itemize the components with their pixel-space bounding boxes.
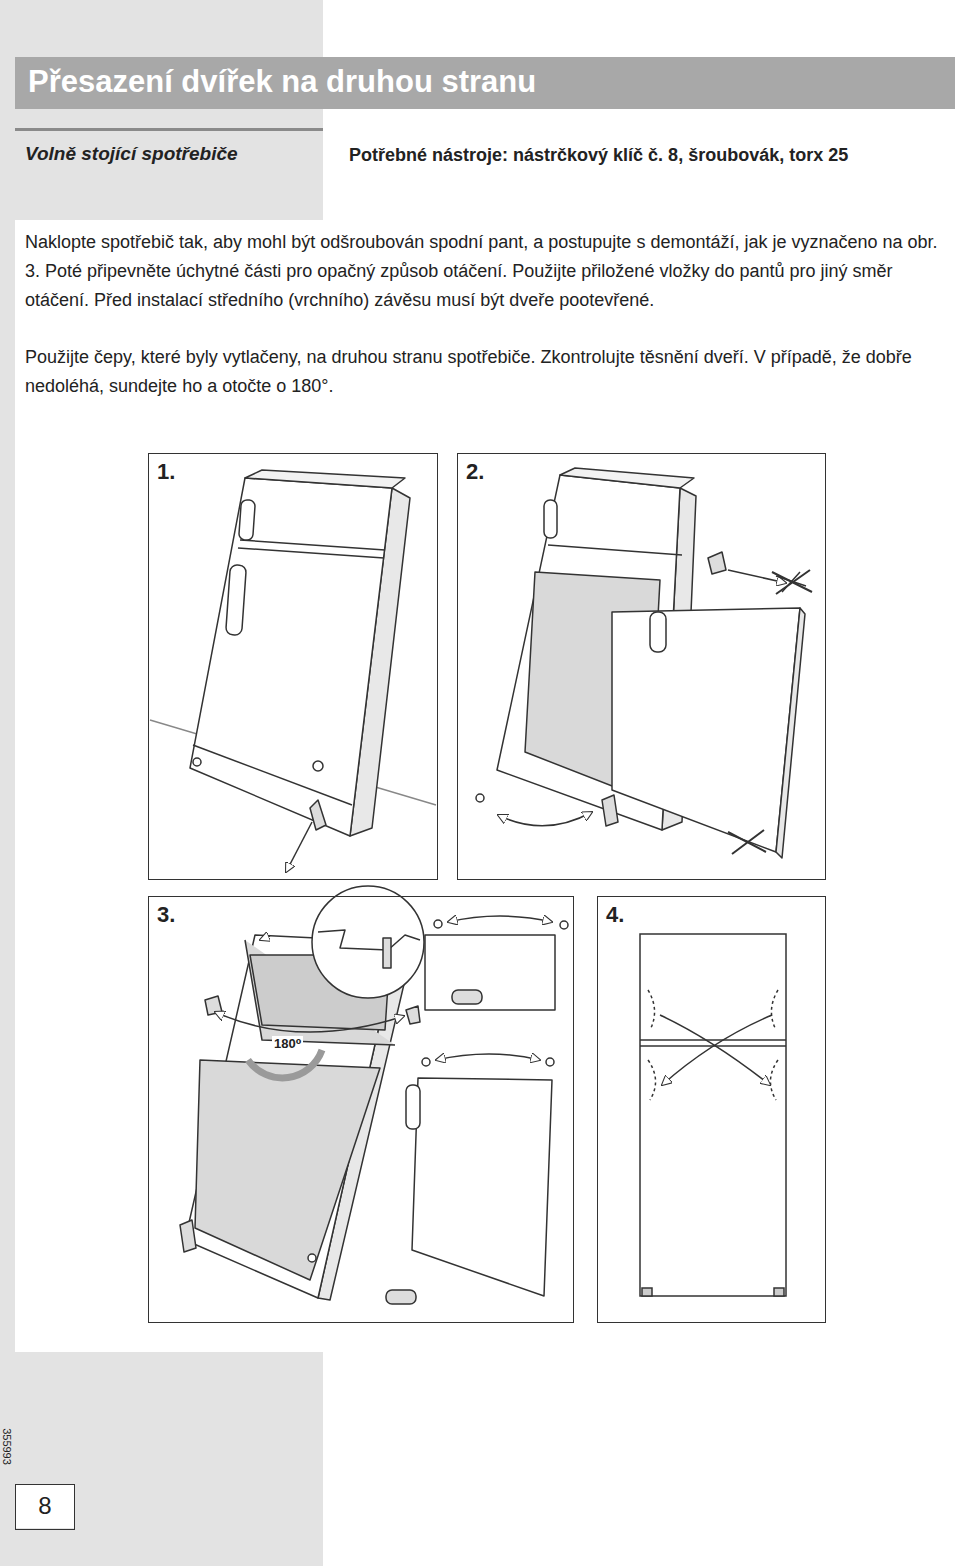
front-view-fridge-part bbox=[770, 990, 778, 1100]
tilted-fridge-part bbox=[286, 822, 312, 872]
door-removal-part bbox=[544, 500, 557, 538]
hinge-reversal-part bbox=[406, 1085, 420, 1129]
instruction-text: Použijte čepy, které byly vytlačeny, na … bbox=[25, 343, 950, 401]
figure-number: 1. bbox=[157, 458, 429, 486]
front-view-fridge-part bbox=[660, 1015, 770, 1085]
hinge-reversal-part bbox=[406, 1006, 420, 1024]
tilted-fridge-part bbox=[238, 548, 384, 558]
hinge-reversal-part bbox=[436, 1054, 540, 1060]
door-removal-part bbox=[650, 612, 666, 652]
page-background-part bbox=[15, 128, 323, 131]
tilted-fridge bbox=[150, 470, 436, 872]
hinge-reversal bbox=[180, 886, 568, 1304]
door-removal-part bbox=[560, 468, 694, 488]
figure-panel: 2. bbox=[457, 453, 826, 880]
front-view-fridge bbox=[640, 934, 786, 1296]
hinge-reversal-part bbox=[422, 1058, 430, 1066]
tilted-fridge-part bbox=[240, 540, 385, 550]
page-number: 8 bbox=[20, 1492, 70, 1520]
hinge-reversal-part bbox=[248, 1050, 322, 1078]
hinge-reversal-part bbox=[386, 1290, 416, 1304]
door-removal-part bbox=[602, 795, 618, 826]
tilted-fridge-part bbox=[190, 478, 392, 836]
hinge-reversal-part bbox=[318, 930, 420, 950]
figure-number: 2. bbox=[466, 458, 817, 486]
hinge-reversal-part bbox=[448, 916, 552, 922]
rotation-angle: 180⁰ bbox=[272, 1036, 303, 1052]
figure-panel: 4. bbox=[597, 896, 826, 1323]
hinge-reversal-part bbox=[260, 936, 270, 940]
document-code: 355993 bbox=[0, 1419, 13, 1475]
hinge-reversal-part bbox=[308, 1254, 316, 1262]
hinge-reversal-part bbox=[205, 996, 222, 1015]
figure-number: 4. bbox=[606, 901, 817, 929]
figure-number: 3. bbox=[157, 901, 565, 929]
hinge-reversal-part bbox=[452, 990, 482, 1004]
door-removal-part bbox=[708, 552, 726, 574]
page-background-part bbox=[15, 1484, 75, 1528]
front-view-fridge-part bbox=[640, 934, 786, 1296]
hinge-reversal-part bbox=[215, 1012, 404, 1032]
page-background-part bbox=[0, 0, 323, 220]
page-number-box: 8 bbox=[15, 1484, 75, 1530]
front-view-fridge-part bbox=[774, 1288, 784, 1296]
tilted-fridge-part bbox=[239, 500, 256, 541]
door-removal bbox=[476, 468, 812, 858]
instruction-text: Naklopte spotřebič tak, aby mohl být odš… bbox=[25, 228, 950, 315]
door-removal-part bbox=[498, 812, 592, 826]
door-removal-part bbox=[776, 608, 805, 858]
hinge-reversal-part bbox=[560, 921, 568, 929]
tools-note: Potřebné nástroje: nástrčkový klíč č. 8,… bbox=[349, 142, 954, 168]
figure-panel: 1. bbox=[148, 453, 438, 880]
page-title: Přesazení dvířek na druhou stranu bbox=[28, 63, 928, 101]
hinge-reversal-part bbox=[312, 886, 424, 998]
figure-panel: 3. bbox=[148, 896, 574, 1323]
hinge-reversal-part bbox=[383, 938, 391, 968]
tilted-fridge-part bbox=[245, 470, 405, 488]
hinge-reversal-part bbox=[546, 1058, 554, 1066]
front-view-fridge-part bbox=[662, 1015, 772, 1085]
door-removal-part bbox=[728, 830, 766, 854]
tilted-fridge-part bbox=[193, 758, 201, 766]
front-view-fridge-part bbox=[648, 990, 656, 1100]
page-background-part bbox=[15, 57, 955, 109]
door-removal-part bbox=[548, 545, 682, 555]
hinge-reversal-part bbox=[195, 1060, 380, 1280]
door-removal-part bbox=[476, 794, 484, 802]
page-background-part bbox=[0, 0, 15, 1566]
tilted-fridge-part bbox=[193, 745, 352, 805]
tilted-fridge-part bbox=[313, 761, 323, 771]
page-background-part bbox=[0, 1352, 323, 1566]
door-removal-part bbox=[612, 608, 800, 852]
tilted-fridge-part bbox=[226, 565, 247, 636]
front-view-fridge-part bbox=[640, 1039, 786, 1041]
hinge-reversal-part bbox=[425, 935, 555, 1010]
tilted-fridge-part bbox=[310, 800, 326, 830]
hinge-reversal-part bbox=[434, 920, 442, 928]
hinge-reversal-part bbox=[412, 1078, 552, 1296]
hinge-reversal-part bbox=[180, 1220, 196, 1252]
section-subtitle: Volně stojící spotřebiče bbox=[25, 141, 317, 167]
front-view-fridge-part bbox=[642, 1288, 652, 1296]
door-removal-part bbox=[772, 570, 812, 594]
